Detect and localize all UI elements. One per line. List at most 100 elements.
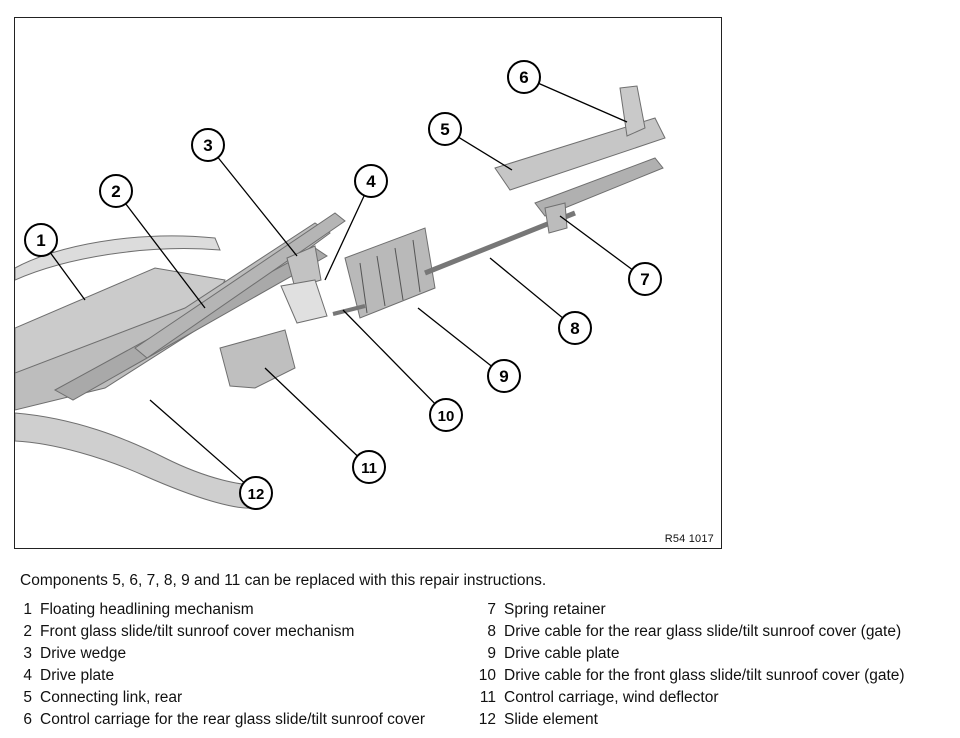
callout-number: 4 [366, 172, 376, 191]
legend-item-8: 8 Drive cable for the rear glass slide/ti… [474, 621, 905, 643]
rear-frame-arc [15, 235, 221, 281]
legend-label: Floating headlining mechanism [40, 601, 254, 618]
legend-label: Control carriage for the rear glass slid… [40, 711, 426, 728]
callout-circle [99, 174, 133, 208]
callout-circle [352, 450, 386, 484]
callout-circle [239, 476, 273, 510]
callout-number: 1 [36, 231, 45, 250]
legend-number: 11 [479, 689, 496, 706]
legend-item-9: 9 Drive cable plate [474, 643, 905, 665]
legend-right-column: 7 Spring retainer 8 Drive cable for the rea… [474, 599, 905, 731]
legend-label: Connecting link, rear [40, 689, 183, 706]
callout-5: 5 [428, 112, 513, 171]
callout-8: 8 [489, 257, 592, 345]
callout-circle [191, 128, 225, 162]
rear-link-shape [494, 117, 666, 191]
callout-circle [428, 112, 462, 146]
legend-number: 4 [23, 667, 32, 684]
drive-plate-shape [280, 279, 328, 324]
slide-rail-upper [134, 212, 346, 359]
legend-item-11: 11 Control carriage, wind deflector [474, 687, 905, 709]
callout-number: 5 [440, 120, 449, 139]
legend-item-2: 2 Front glass slide/tilt sunroof cover me… [16, 621, 425, 643]
rear-carriage-shape [534, 157, 664, 217]
callout-9: 9 [417, 307, 521, 393]
legend-item-10: 10 Drive cable for the front glass slide/… [474, 665, 905, 687]
callout-circle [507, 60, 541, 94]
drive-cable-plate-shape [344, 227, 436, 319]
callout-leader-line [489, 257, 564, 319]
legend-label: Drive cable for the rear glass slide/til… [504, 623, 902, 640]
legend-item-4: 4 Drive plate [16, 665, 425, 687]
legend-label: Slide element [504, 711, 598, 728]
callout-number: 2 [111, 182, 120, 201]
callout-number: 9 [499, 367, 508, 386]
legend-number: 9 [487, 645, 496, 662]
callout-number: 12 [248, 486, 265, 503]
callout-4: 4 [324, 164, 388, 281]
callout-leader-line [417, 307, 492, 367]
callout-leader-line [149, 399, 245, 483]
legend-item-5: 5 Connecting link, rear [16, 687, 425, 709]
callout-leader-line [559, 215, 633, 270]
legend-label: Control carriage, wind deflector [504, 689, 719, 706]
callout-leader-line [264, 367, 358, 457]
legend-item-1: 1 Floating headlining mechanism [16, 599, 425, 621]
legend-label: Drive cable for the front glass slide/ti… [504, 667, 905, 684]
legend-item-6: 6 Control carriage for the rear glass sli… [16, 709, 425, 731]
callout-circle [354, 164, 388, 198]
callout-12: 12 [149, 399, 273, 510]
callout-7: 7 [559, 215, 662, 296]
callout-11: 11 [264, 367, 386, 484]
callout-leader-line [458, 136, 513, 171]
callout-circle [429, 398, 463, 432]
callout-circle [628, 262, 662, 296]
callout-number: 3 [203, 136, 212, 155]
callout-leader-line [49, 252, 86, 301]
callout-circle [558, 311, 592, 345]
legend-number: 7 [487, 601, 496, 618]
callout-number: 8 [570, 319, 579, 338]
callout-number: 10 [438, 408, 455, 425]
spring-retainer-shape [544, 202, 568, 234]
legend-number: 12 [478, 711, 496, 728]
callout-circle [487, 359, 521, 393]
callout-2: 2 [99, 174, 206, 309]
legend-item-7: 7 Spring retainer [474, 599, 905, 621]
legend-number: 2 [23, 623, 32, 640]
callout-number: 7 [640, 270, 649, 289]
callout-leader-line [324, 195, 365, 281]
lower-frame-rail [15, 412, 266, 509]
legend-item-12: 12 Slide element [474, 709, 905, 731]
callout-3: 3 [191, 128, 298, 257]
legend-label: Front glass slide/tilt sunroof cover mec… [40, 623, 355, 640]
callout-number: 6 [519, 68, 528, 87]
legend-number: 3 [23, 645, 32, 662]
drive-wedge-shape [286, 245, 322, 289]
callout-leader-line [342, 309, 436, 405]
legend-label: Drive plate [40, 667, 115, 684]
callout-10: 10 [342, 309, 463, 432]
legend-number: 8 [487, 623, 496, 640]
legend-label: Spring retainer [504, 601, 606, 618]
callout-circle [24, 223, 58, 257]
callout-leader-line [125, 203, 206, 309]
legend-number: 6 [23, 711, 32, 728]
figure-reference: R54 1017 [661, 533, 717, 545]
legend-left-column: 1 Floating headlining mechanism 2 Front gla… [16, 599, 425, 731]
legend-label: Drive cable plate [504, 645, 620, 662]
rear-carriage-tower [619, 85, 646, 137]
legend-number: 10 [478, 667, 496, 684]
legend-item-3: 3 Drive wedge [16, 643, 425, 665]
callout-6: 6 [507, 60, 628, 123]
replacement-note: Components 5, 6, 7, 8, 9 and 11 can be r… [20, 572, 547, 589]
legend-label: Drive wedge [40, 645, 127, 662]
wind-deflector-carriage-shape [219, 329, 296, 389]
callout-leader-line [538, 82, 628, 123]
legend-number: 1 [23, 601, 32, 618]
callout-1: 1 [24, 223, 86, 301]
legend-number: 5 [23, 689, 32, 706]
callout-leader-line [217, 157, 298, 257]
